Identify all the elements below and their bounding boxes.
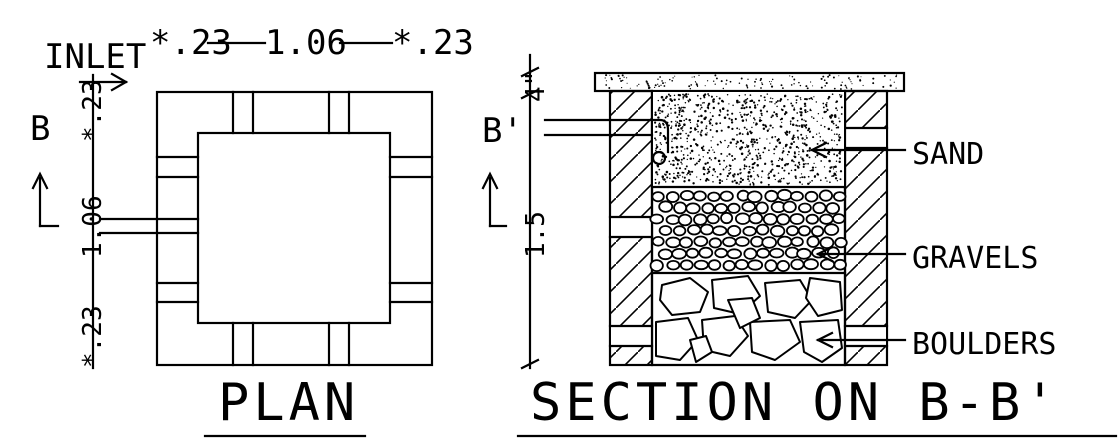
gravel-layer bbox=[649, 188, 848, 275]
plan-dim-left-top: *.23 bbox=[78, 79, 108, 142]
plan-dim-left-bottom: *.23 bbox=[78, 305, 108, 368]
section-pit-outline bbox=[650, 89, 847, 367]
gravels-label-group: GRAVELS bbox=[815, 241, 1038, 276]
section-view: B' 4" 1.5 bbox=[481, 53, 1118, 438]
sand-layer bbox=[650, 92, 847, 189]
section-inlet-pipe bbox=[543, 118, 670, 154]
section-dim-top: 4" bbox=[521, 71, 551, 102]
plan-dim-top-right: *.23 bbox=[392, 23, 474, 63]
section-dim-height: 1.5 bbox=[521, 211, 551, 258]
plan-inlet-arrow-head-icon bbox=[110, 72, 129, 92]
sand-label-group: SAND bbox=[809, 137, 984, 172]
plan-dim-left-mid: 1.06 bbox=[78, 195, 108, 258]
plan-title: PLAN bbox=[218, 373, 359, 433]
section-mark-b-prime: B' bbox=[482, 111, 523, 151]
boulders-label-group: BOULDERS bbox=[815, 327, 1057, 362]
plan-inner-pit bbox=[196, 131, 392, 325]
plan-dim-top-mid: 1.06 bbox=[265, 23, 347, 63]
plan-section-mark-b: B bbox=[30, 109, 50, 149]
section-cover-slab bbox=[593, 71, 906, 93]
plan-inlet-pipe bbox=[98, 217, 200, 235]
section-title: SECTION ON B-B' bbox=[530, 373, 1060, 433]
section-arrow-head-icon bbox=[481, 171, 499, 190]
plan-view: *.23 1.06 *.23 INLET B *.23 1.06 *.23 bbox=[30, 23, 474, 438]
slab-texture bbox=[604, 74, 898, 90]
label-gravels: GRAVELS bbox=[912, 241, 1038, 276]
label-sand: SAND bbox=[912, 137, 984, 172]
plan-section-arrow-head-icon bbox=[31, 171, 49, 190]
plan-outer-wall bbox=[155, 90, 434, 367]
plan-inlet-label: INLET bbox=[44, 37, 146, 77]
label-boulders: BOULDERS bbox=[912, 327, 1057, 362]
boulder-layer bbox=[655, 275, 843, 363]
